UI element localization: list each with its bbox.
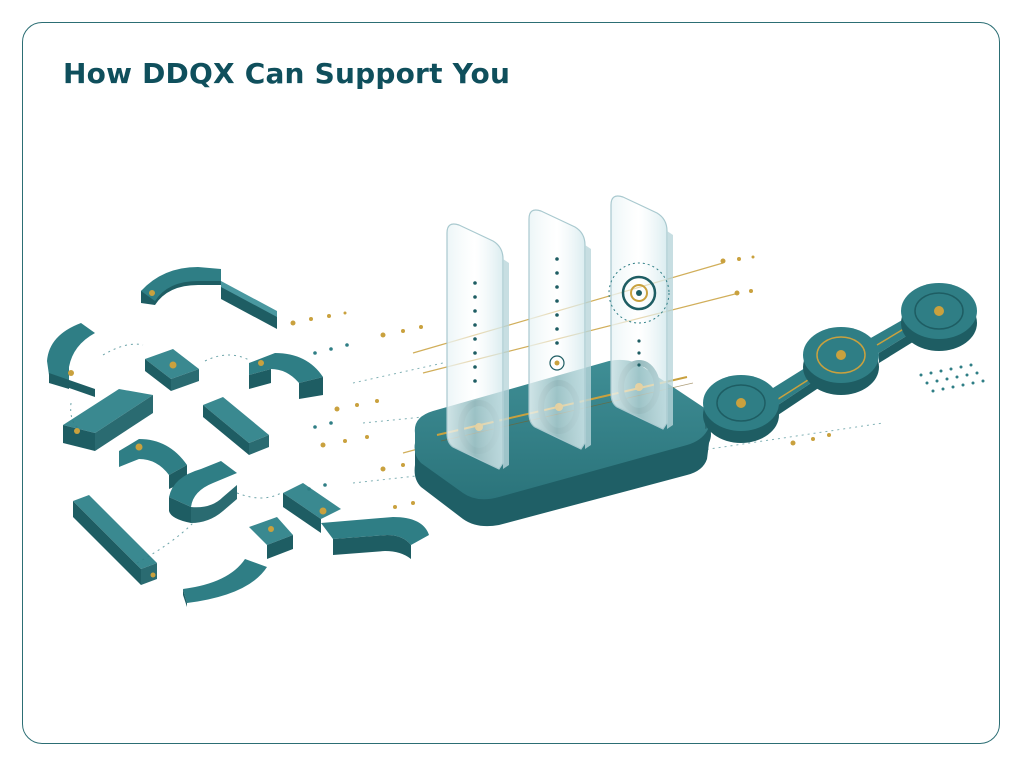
dot-grid bbox=[919, 363, 985, 393]
glass-panel bbox=[528, 209, 591, 450]
track-pieces-group bbox=[47, 267, 429, 607]
gold-connector-dot bbox=[74, 428, 80, 434]
chain-node bbox=[703, 375, 779, 443]
content-card: How DDQX Can Support You bbox=[22, 22, 1000, 744]
track-piece bbox=[169, 461, 237, 523]
gold-connector-dot bbox=[169, 361, 177, 369]
gold-connector-dot bbox=[319, 507, 327, 515]
track-piece bbox=[183, 517, 293, 607]
track-piece bbox=[141, 267, 277, 329]
track-piece bbox=[203, 397, 269, 455]
track-piece bbox=[283, 483, 429, 559]
glass-panels bbox=[446, 195, 673, 470]
track-piece bbox=[145, 349, 199, 391]
gold-connector-dot bbox=[135, 443, 143, 451]
track-piece bbox=[63, 389, 153, 451]
gold-connector-dot bbox=[149, 290, 155, 296]
gold-connector-dot bbox=[268, 526, 274, 532]
glass-panel bbox=[446, 223, 509, 470]
page-title: How DDQX Can Support You bbox=[63, 57, 511, 90]
glass-panel bbox=[608, 195, 673, 430]
track-piece bbox=[119, 439, 187, 489]
track-piece bbox=[73, 495, 157, 585]
node-chain bbox=[703, 283, 985, 443]
gold-connector-dot bbox=[150, 572, 156, 578]
gold-connector-dot bbox=[258, 360, 264, 366]
chain-node bbox=[803, 327, 879, 395]
integration-illustration bbox=[47, 195, 985, 607]
track-piece bbox=[47, 323, 95, 397]
gold-connector-dot bbox=[68, 370, 74, 376]
chain-node bbox=[901, 283, 977, 351]
track-piece bbox=[249, 353, 323, 399]
